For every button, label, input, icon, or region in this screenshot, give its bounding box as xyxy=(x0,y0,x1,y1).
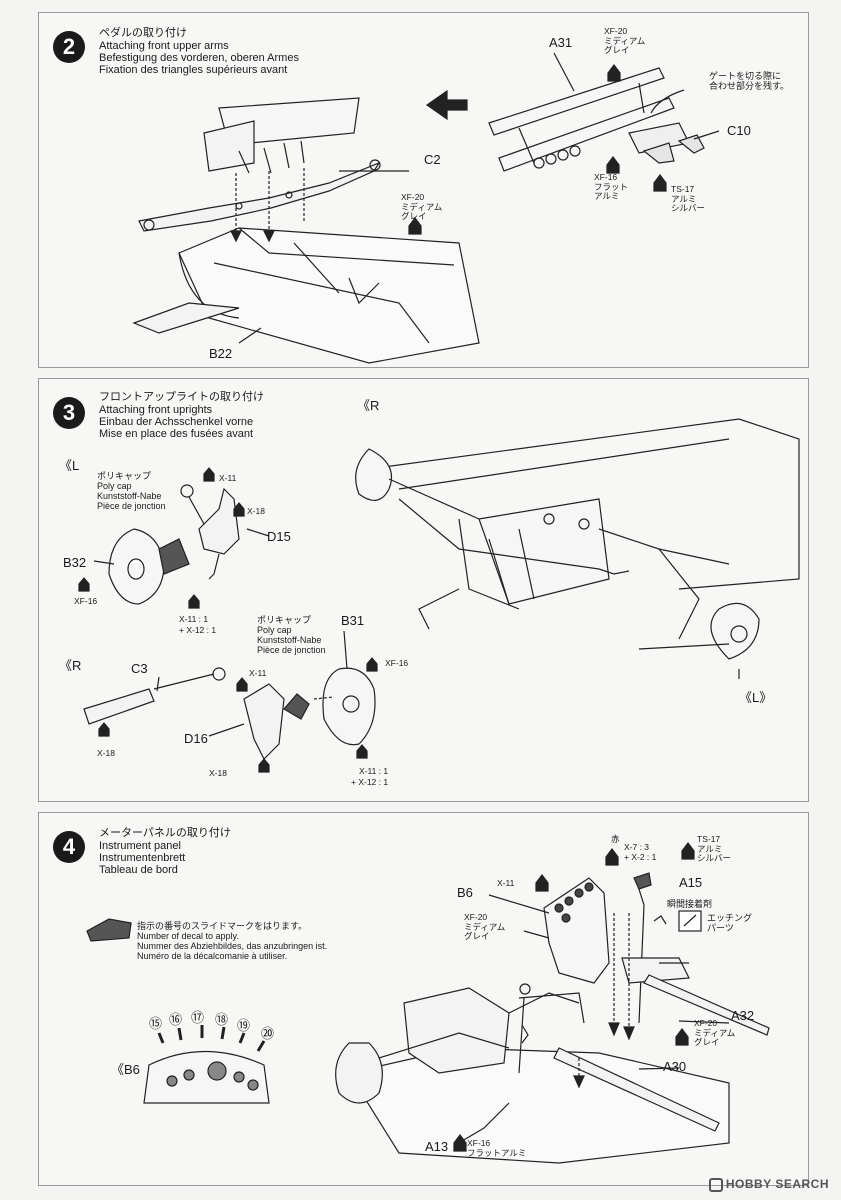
paint-x11-b: X-11 xyxy=(249,668,267,678)
step-2-panel: 2 ペダルの取り付け Attaching front upper arms Be… xyxy=(38,12,809,368)
step-2-title-de: Befestigung des vorderen, oberen Armes xyxy=(99,52,299,64)
watermark-logo-icon xyxy=(708,1178,723,1192)
paint-x18-b: X-18 xyxy=(97,748,115,758)
paint-xf16-a: XF-16 xyxy=(74,596,98,606)
part-label-a32: A32 xyxy=(731,1008,755,1023)
paint-x11-mix-a: X-11 : 1 xyxy=(179,614,209,624)
decal-number-16: ⑯ xyxy=(169,1012,183,1027)
part-label-b31: B31 xyxy=(341,613,365,628)
part-label-a30: A30 xyxy=(663,1059,687,1074)
part-label-c3: C3 xyxy=(131,661,148,676)
step-2-drawing xyxy=(132,52,720,364)
step-2-title: ペダルの取り付け Attaching front upper arms Befe… xyxy=(99,27,299,76)
decal-number-18: ⑱ xyxy=(215,1012,229,1027)
side-label-r-top: 《R xyxy=(357,398,380,413)
paint-x11-mix-b: X-11 : 1 xyxy=(359,766,389,776)
side-label-r-bottom: 《R xyxy=(59,658,82,673)
step-2-title-fr: Fixation des triangles supérieurs avant xyxy=(99,64,288,76)
glue-label: 瞬間接着剤 xyxy=(667,899,713,909)
side-label-l-top: 《L xyxy=(59,458,80,473)
etching-label: エッチングパーツ xyxy=(707,913,753,933)
decal-note: 指示の番号のスライドマークをはります。Number of decal to ap… xyxy=(137,921,328,961)
decal-number-15: ⑮ xyxy=(149,1016,163,1031)
watermark: HOBBY SEARCH xyxy=(708,1177,829,1192)
step-2-title-jp: ペダルの取り付け xyxy=(99,27,187,39)
paint-x18-a: X-18 xyxy=(247,506,265,516)
step-3-panel: 3 フロントアップライトの取り付け Attaching front uprigh… xyxy=(38,378,809,802)
part-label-a31: A31 xyxy=(549,35,573,50)
part-label-b22: B22 xyxy=(209,346,233,361)
step-3-title: フロントアップライトの取り付け Attaching front uprights… xyxy=(99,391,264,440)
part-label-d16: D16 xyxy=(184,731,208,746)
gate-note: ゲートを切る際に合わせ部分を残す。 xyxy=(709,71,790,91)
decal-number-20: ⑳ xyxy=(261,1026,275,1041)
paint-x12-mix-a: + X-12 : 1 xyxy=(179,625,217,635)
paint-x18-c: X-18 xyxy=(209,768,227,778)
part-label-c2: C2 xyxy=(424,152,441,167)
part-label-a13: A13 xyxy=(425,1139,449,1154)
paint-x12-mix-b: + X-12 : 1 xyxy=(351,777,389,787)
decal-number-17: ⑰ xyxy=(191,1010,205,1025)
side-label-l-bottom: 《L》 xyxy=(739,690,773,705)
step-4-drawing xyxy=(86,842,770,1164)
part-label-c10: C10 xyxy=(727,123,751,138)
paint-xf16-b: XF-16 xyxy=(385,658,409,668)
decal-number-19: ⑲ xyxy=(237,1018,251,1033)
paint-x11-a: X-11 xyxy=(219,473,237,483)
part-label-b32: B32 xyxy=(63,555,87,570)
step-4-number: 4 xyxy=(53,831,85,863)
part-label-a15: A15 xyxy=(679,875,703,890)
part-label-d15: D15 xyxy=(267,529,291,544)
step-2-title-en: Attaching front upper arms xyxy=(99,40,229,52)
step-3-number: 3 xyxy=(53,397,85,429)
step-2-number: 2 xyxy=(53,31,85,63)
paint-red-mix: 赤 xyxy=(611,834,620,844)
step-4-panel: 4 メーターパネルの取り付け Instrument panel Instrume… xyxy=(38,812,809,1186)
step-4-title: メーターパネルの取り付け Instrument panel Instrument… xyxy=(99,827,231,876)
paint-x11-step4: X-11 xyxy=(497,878,515,888)
step-3-drawing xyxy=(78,418,800,773)
paint-red-mix-values: X-7 : 3+ X-2 : 1 xyxy=(624,842,657,862)
part-label-b6: B6 xyxy=(457,885,473,900)
b6-small-label: 《B6 xyxy=(111,1062,140,1077)
